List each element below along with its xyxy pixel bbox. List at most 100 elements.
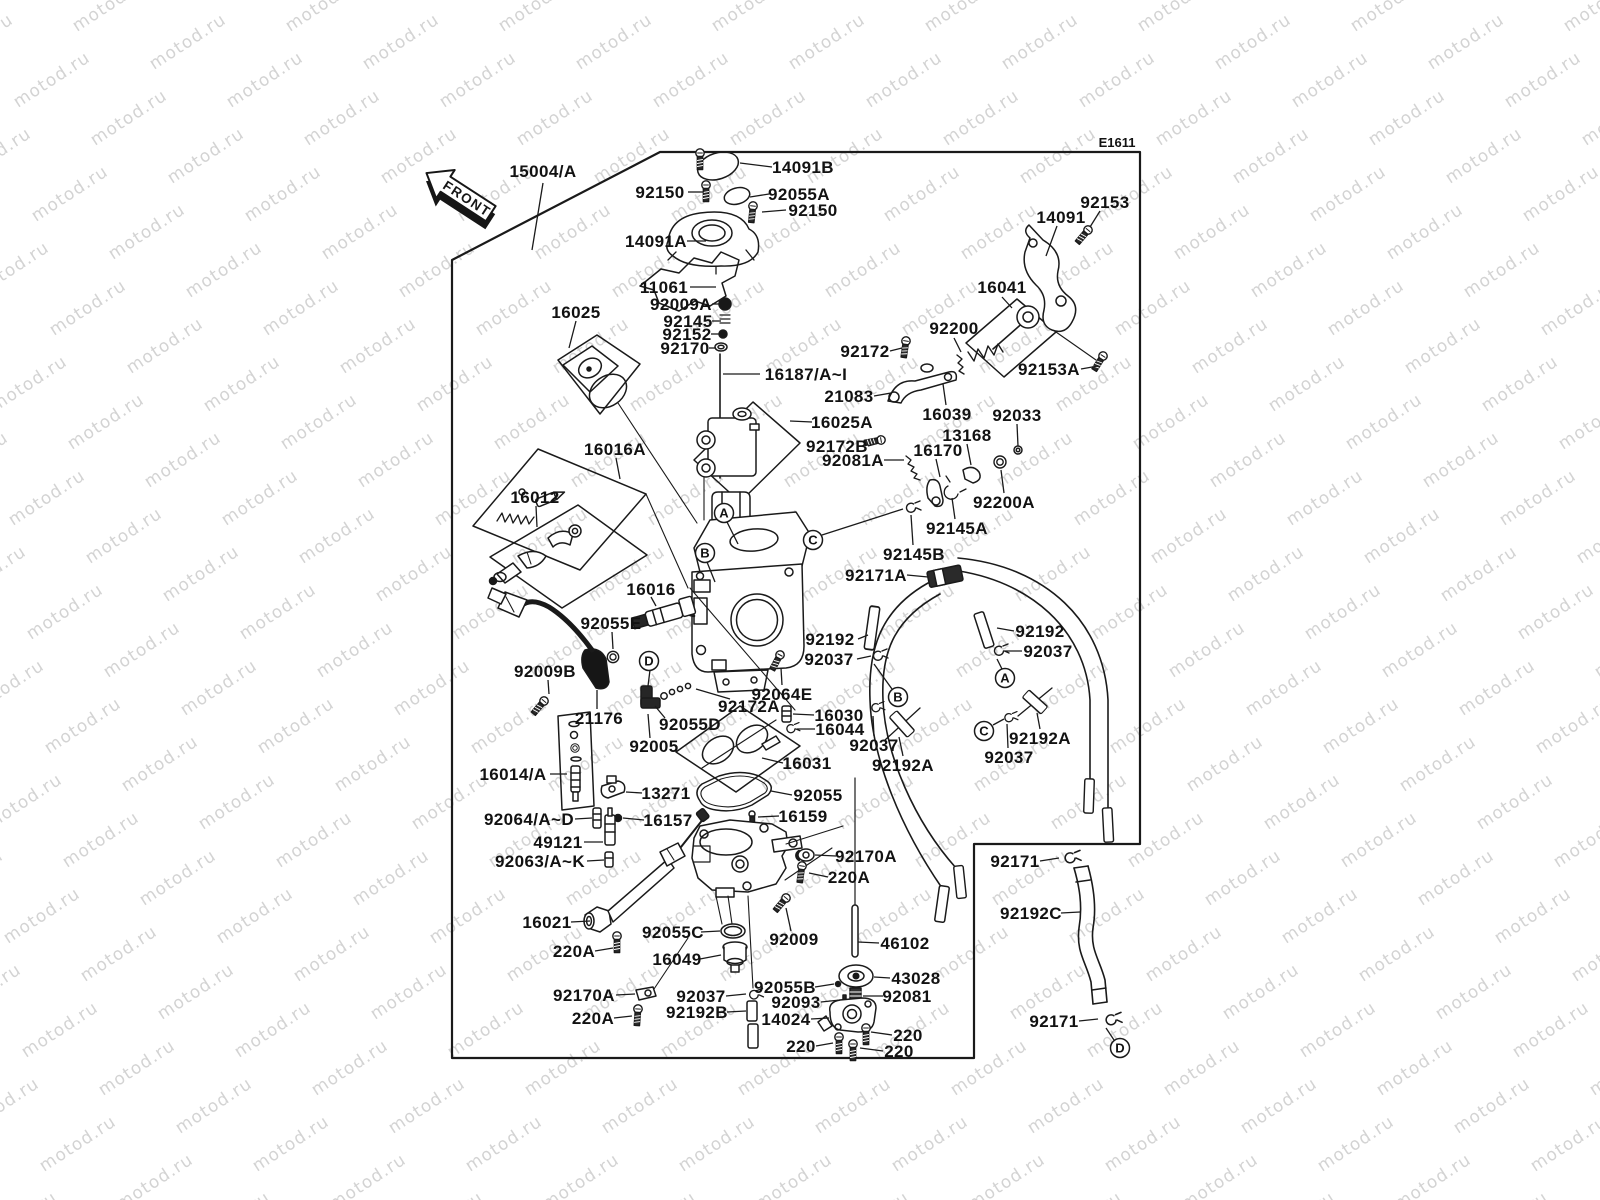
part-number-label: 92145B [883,545,945,564]
watermark-text: motod.ru [1460,238,1544,302]
gasket-92055 [696,771,772,827]
watermark-text: motod.ru [272,808,356,872]
leader-line [1078,1018,1099,1022]
watermark-text: motod.ru [385,1074,469,1138]
watermark-text: motod.ru [1152,86,1236,150]
part-number-label: 92192 [1015,622,1064,641]
part-number-label: 16187/A~I [765,365,848,384]
leader-line [808,872,829,878]
watermark-text: motod.ru [572,10,656,74]
jet-kit-16014 [557,711,595,811]
leader-line [615,993,636,996]
part-number-label: 16025A [811,413,873,432]
part-number-label: 220A [828,868,870,887]
watermark-text: motod.ru [1501,48,1585,112]
watermark-text: motod.ru [1591,618,1600,682]
slide-kit-16025 [557,334,698,524]
watermark-text: motod.ru [1568,922,1600,986]
watermark-text: motod.ru [82,504,166,568]
leader-line [695,688,731,700]
watermark-text: motod.ru [1306,162,1390,226]
watermark-text: motod.ru [1342,390,1426,454]
watermark-text: motod.ru [241,162,325,226]
watermark-text: motod.ru [223,48,307,112]
part-number-label: 92172 [840,342,889,361]
part-number-label: 92150 [635,183,684,202]
watermark-text: motod.ru [1042,1188,1126,1200]
ref-tail-line [996,658,1003,670]
watermark-text: motod.ru [1134,0,1218,36]
part-number-label: 92192B [666,1003,728,1022]
watermark-text: motod.ru [1147,504,1231,568]
part-number-label: 92055A [768,185,830,204]
leader-line [814,854,837,857]
part-number-label: 92037 [1023,642,1072,661]
part-number-label: 43028 [891,969,940,988]
watermark-text: motod.ru [965,1150,1049,1200]
watermark-text: motod.ru [0,352,71,416]
ref-letter: C [979,724,989,739]
part-number-label: 16157 [643,811,692,830]
part-number-label: 92081 [882,987,931,1006]
leader-line [611,631,614,650]
ref-letter: A [1000,671,1010,686]
watermark-text: motod.ru [77,922,161,986]
watermark-text: motod.ru [752,1150,836,1200]
watermark-text: motod.ru [1314,1112,1398,1176]
watermark-text: motod.ru [10,48,94,112]
watermark-text: motod.ru [1578,86,1600,150]
watermark-text: motod.ru [1288,48,1372,112]
watermark-text: motod.ru [598,1074,682,1138]
bottom-left-hardware [631,986,657,1027]
watermark-text: motod.ru [249,1112,333,1176]
part-number-label: 16021 [522,913,571,932]
leader-line [1039,857,1060,862]
leader-line [953,337,962,353]
watermark-text: motod.ru [0,124,35,188]
watermark-text: motod.ru [308,1036,392,1100]
watermark-text: motod.ru [182,238,266,302]
part-number-label: 49121 [533,833,582,852]
leader-line [647,713,651,739]
watermark-text: motod.ru [1278,884,1362,948]
watermark-text: motod.ru [0,960,25,1024]
leader-line [1060,911,1081,914]
ref-circle [713,502,735,524]
watermark-text: motod.ru [1129,390,1213,454]
part-number-label: 16016A [584,440,646,459]
lever-21176 [487,587,610,718]
leader-line [789,420,813,423]
watermark-text: motod.ru [254,694,338,758]
watermark-text: motod.ru [300,86,384,150]
part-number-label: 220 [786,1037,816,1056]
part-number-label: 92037 [849,736,898,755]
watermark-text: motod.ru [69,0,153,36]
watermark-text: motod.ru [18,998,102,1062]
watermark-text: motod.ru [1247,238,1331,302]
watermark-text: motod.ru [1560,0,1600,36]
watermark-text: motod.ru [1242,656,1326,720]
watermark-text: motod.ru [1124,808,1208,872]
part-number-label: 92009A [650,295,712,314]
ref-circle [802,529,824,551]
fittings [781,705,801,734]
part-number-label: 92064E [751,685,812,704]
leader-line [942,383,947,406]
leader-line [574,817,593,820]
page-code: E1611 [1099,135,1136,150]
ref-tail-line [647,669,651,687]
part-number-label: 92009B [514,662,576,681]
watermark-text: motod.ru [123,314,207,378]
part-number-label: 16044 [815,720,864,739]
watermark-text: motod.ru [495,0,579,36]
leader-line [859,1047,884,1052]
leader-line [951,497,956,520]
watermark-text: motod.ru [616,1188,700,1200]
part-number-label: 220A [553,942,595,961]
watermark-text: motod.ru [1070,466,1154,530]
float-kit-16031 [675,705,801,793]
watermark-text: motod.ru [326,1150,410,1200]
part-number-label: 92037 [804,650,853,669]
watermark-text: motod.ru [195,770,279,834]
watermark-text: motod.ru [1211,10,1295,74]
